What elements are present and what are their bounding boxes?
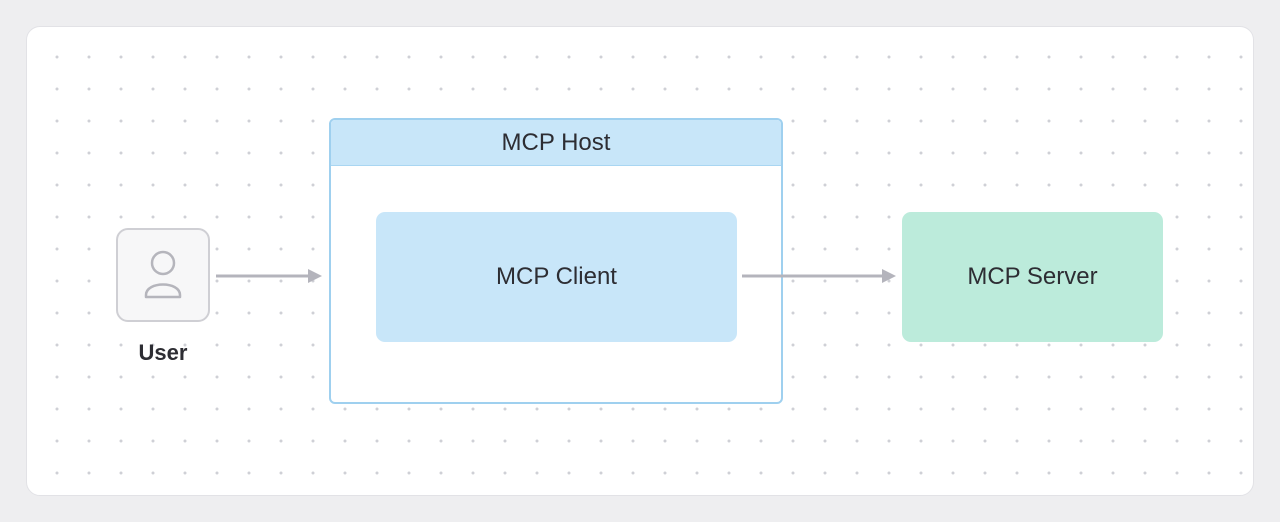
mcp-host-label: MCP Host bbox=[501, 128, 611, 156]
mcp-client-node: MCP Client bbox=[376, 212, 737, 342]
user-icon bbox=[144, 250, 182, 299]
mcp-host-header: MCP Host bbox=[331, 120, 781, 166]
mcp-server-node: MCP Server bbox=[902, 212, 1163, 342]
mcp-client-label: MCP Client bbox=[496, 263, 617, 290]
mcp-server-label: MCP Server bbox=[967, 263, 1098, 290]
user-node bbox=[116, 228, 210, 322]
user-label: User bbox=[138, 340, 188, 365]
